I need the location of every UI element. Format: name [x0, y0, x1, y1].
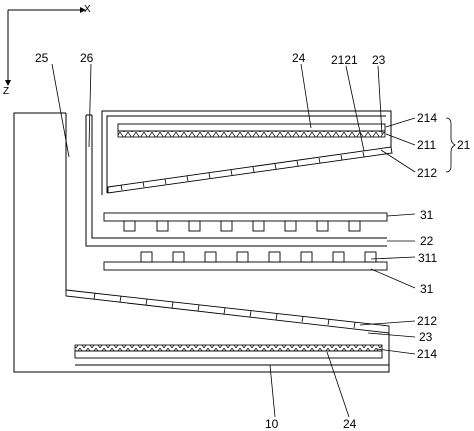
duct-outline — [85, 115, 387, 247]
label-10: 10 — [265, 417, 279, 431]
leader-lines — [51, 63, 416, 418]
inclined-plate-212-bottom — [65, 289, 390, 334]
label-2121: 2121 — [331, 53, 358, 67]
z-axis-arrow — [5, 80, 11, 86]
panel-214-bottom — [74, 350, 383, 359]
housing-outline — [13, 112, 390, 373]
upper-frame — [101, 110, 392, 195]
label-24-bottom: 24 — [343, 417, 357, 431]
reference-labels: 25 26 24 2121 23 214 211 21 212 31 22 31… — [35, 51, 471, 431]
label-211: 211 — [417, 138, 436, 152]
label-22: 22 — [420, 234, 434, 248]
plate-31-top — [103, 212, 388, 232]
upper-module-21 — [101, 110, 393, 195]
plate-31-top-body — [103, 212, 388, 222]
label-31-top: 31 — [420, 208, 434, 222]
lower-fins — [93, 292, 356, 329]
label-23-top: 23 — [372, 53, 386, 67]
housing-10 — [13, 112, 390, 373]
upper-fins — [120, 151, 365, 191]
x-axis-arrow — [80, 7, 86, 13]
label-21: 21 — [457, 138, 471, 152]
panel-214-top — [117, 123, 386, 132]
plate-31-bottom — [103, 251, 388, 271]
x-axis-label: X — [84, 4, 91, 15]
panel-211-crosshatch — [117, 130, 386, 138]
label-24-top: 24 — [292, 51, 306, 65]
label-214-top: 214 — [417, 111, 437, 125]
plate-31-top-cells — [123, 220, 361, 232]
label-214-bottom: 214 — [417, 347, 437, 361]
duct-inner — [91, 115, 387, 239]
label-26: 26 — [80, 51, 94, 65]
label-212-top: 212 — [417, 166, 437, 180]
plate-311-cells — [140, 251, 377, 263]
upper-frame-inner — [106, 115, 386, 193]
brace-21 — [445, 117, 456, 173]
z-axis-label: Z — [3, 86, 9, 97]
inclined-plate-212-top — [107, 146, 393, 194]
label-25: 25 — [35, 51, 49, 65]
label-212-bottom: 212 — [417, 314, 437, 328]
lower-crosshatch-panel — [74, 344, 383, 352]
label-31-bottom: 31 — [420, 282, 434, 296]
lower-module — [65, 289, 390, 366]
duct-26 — [85, 114, 387, 247]
label-23-bottom: 23 — [419, 330, 433, 344]
label-311: 311 — [418, 251, 437, 265]
axis-indicator: X Z — [3, 4, 91, 97]
plate-31-bottom-body — [103, 261, 388, 271]
